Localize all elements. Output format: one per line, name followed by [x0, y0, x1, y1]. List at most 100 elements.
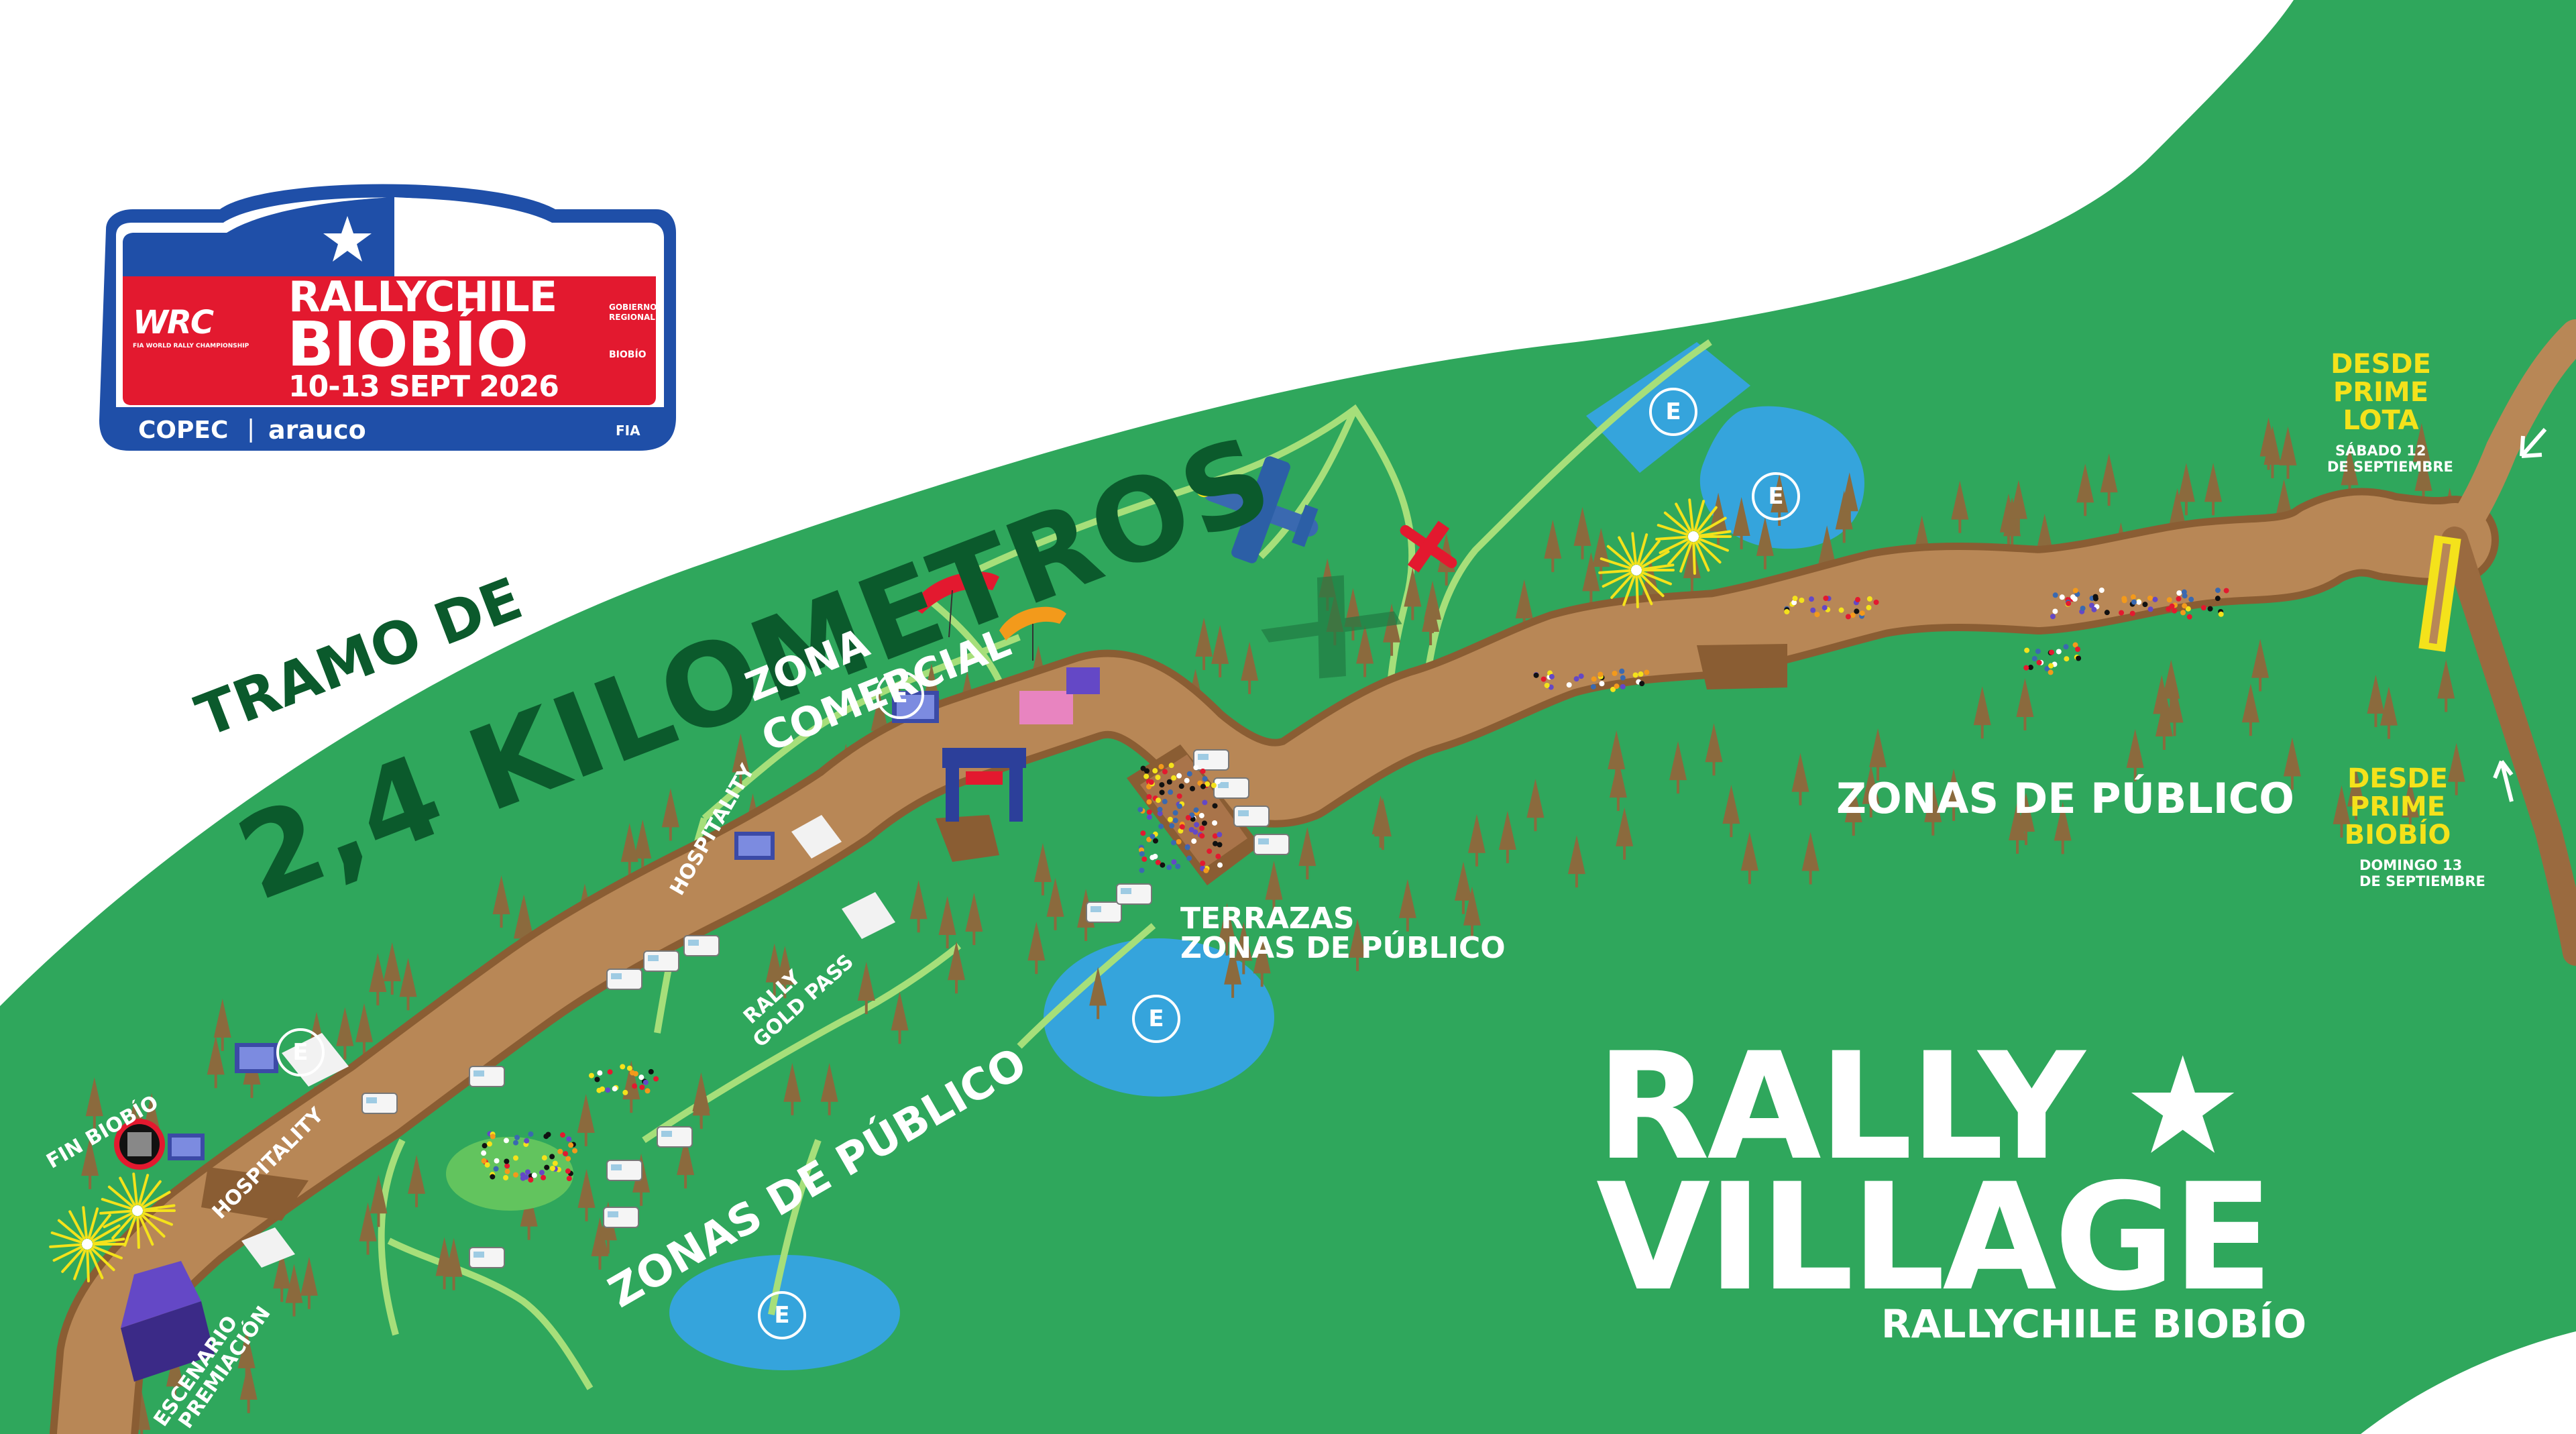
plane-shadow	[1261, 575, 1402, 679]
tree	[207, 1036, 225, 1089]
tree	[1298, 827, 1317, 880]
van	[1213, 777, 1249, 799]
tree	[591, 1217, 609, 1270]
tree	[1467, 814, 1486, 867]
tree	[1616, 807, 1634, 860]
tree	[965, 892, 983, 945]
van	[1116, 883, 1152, 905]
tree	[2259, 417, 2278, 470]
lota-line3: LOTA	[2343, 405, 2419, 436]
tree	[1608, 730, 1626, 783]
tree	[1844, 783, 1862, 836]
tree	[1722, 785, 1740, 838]
parking-marker: E	[876, 671, 924, 719]
tree	[2333, 785, 2351, 838]
van	[469, 1247, 505, 1268]
tree	[1526, 779, 1545, 832]
tree	[891, 991, 909, 1044]
van	[469, 1066, 505, 1087]
lota-date-line1: SÁBADO 12	[2335, 443, 2426, 459]
tree	[2166, 683, 2184, 736]
tree	[2279, 426, 2297, 479]
tree	[2054, 802, 2072, 854]
tree	[1224, 945, 1242, 998]
tree	[577, 1168, 596, 1221]
logo-gov-line2: REGIONAL	[609, 313, 655, 322]
tree	[1374, 797, 1392, 850]
logo-sponsor-divider: |	[247, 415, 256, 443]
paraglider-orange	[999, 606, 1066, 661]
tree	[1356, 624, 1374, 677]
tree	[577, 1094, 595, 1147]
tree	[1349, 918, 1367, 971]
plane-red	[1400, 520, 1457, 573]
grass-patch	[446, 1137, 573, 1211]
tree	[1463, 886, 1481, 939]
crowds-group	[481, 588, 2229, 1183]
tree	[1801, 832, 1819, 885]
tree	[2347, 767, 2365, 820]
logo-gov-line1: GOBIERNO	[609, 302, 657, 312]
tree	[1218, 903, 1236, 956]
tree	[273, 1250, 291, 1303]
connector-road-south	[2441, 527, 2576, 966]
tree	[622, 1060, 640, 1113]
parking-marker: E	[1649, 388, 1697, 436]
tree	[2204, 463, 2223, 516]
logo-shape	[99, 184, 676, 451]
tree	[938, 895, 956, 948]
biobio-line1: DESDE	[2347, 763, 2448, 794]
tree	[2251, 639, 2270, 692]
tree	[1705, 723, 1723, 776]
tree	[677, 1136, 695, 1189]
tree	[692, 1077, 710, 1129]
lota-line1: DESDE	[2331, 349, 2431, 380]
rally-village-line2: VILLAGE	[1596, 1152, 2274, 1323]
tree	[765, 943, 783, 996]
logo-brand-sub: FIA WORLD RALLY CHAMPIONSHIP	[133, 343, 249, 349]
van	[1086, 901, 1122, 923]
tree	[1840, 472, 1858, 525]
tree	[2009, 480, 2027, 533]
tree	[1862, 765, 1880, 818]
tree	[359, 1202, 377, 1255]
fireworks	[49, 498, 1732, 1282]
firework-burst	[49, 1206, 125, 1282]
logo-sponsor3: FIA	[616, 423, 640, 439]
tree	[1573, 506, 1591, 559]
tree	[732, 733, 750, 786]
tree	[1498, 810, 1516, 863]
tree	[2447, 742, 2465, 795]
van	[606, 969, 642, 990]
tree	[2177, 463, 2195, 516]
lota-date: SÁBADO 12 DE SEPTIEMBRE	[2327, 443, 2481, 475]
van	[606, 1160, 642, 1181]
tree	[408, 1154, 426, 1207]
van	[603, 1207, 639, 1228]
van	[643, 950, 679, 972]
tree	[2437, 659, 2455, 712]
tree	[1211, 624, 1229, 677]
tree	[1732, 497, 1750, 550]
tree	[857, 962, 875, 1015]
tree	[2076, 463, 2094, 516]
spectator-crowd	[588, 1064, 659, 1095]
tree	[81, 1137, 99, 1190]
tree	[492, 875, 510, 928]
rally-village-sub: RALLYCHILE BIOBÍO	[1881, 1301, 2307, 1347]
tree	[2017, 793, 2035, 846]
terrazas-label-1: TERRAZAS	[1180, 901, 1355, 936]
firework-burst	[1655, 498, 1732, 575]
logo-dates: 10-13 SEPT 2026	[288, 370, 559, 404]
firework-burst	[1598, 532, 1675, 608]
logo-event-line1: RALLYCHILE	[288, 272, 557, 321]
arrow-lota	[2520, 428, 2547, 458]
tree	[1999, 493, 2017, 546]
tree	[1710, 492, 1728, 545]
van	[1233, 806, 1270, 827]
vans-group	[361, 749, 1290, 1268]
tree	[1582, 552, 1600, 605]
spectator-crowd	[1533, 668, 1650, 692]
plane-blue	[1196, 456, 1319, 563]
